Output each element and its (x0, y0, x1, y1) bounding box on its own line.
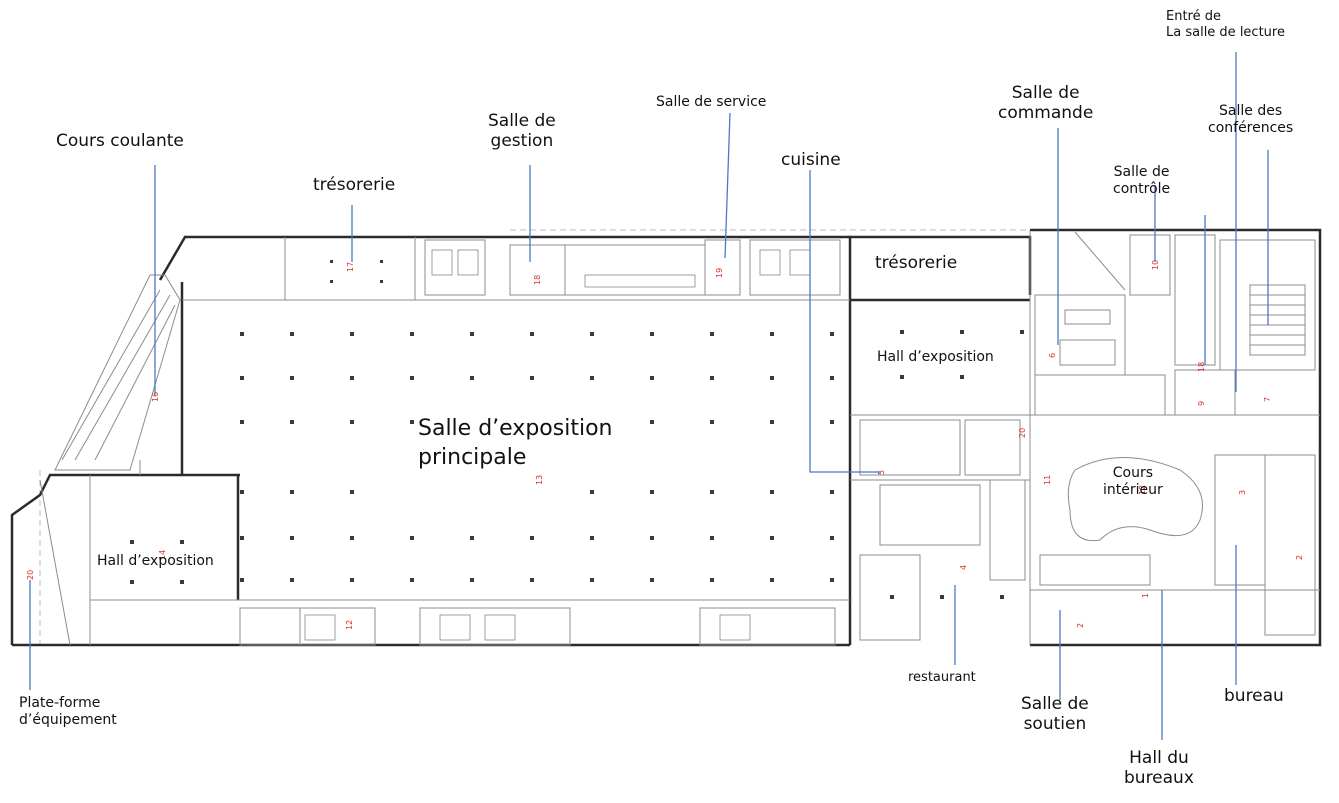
label-line: bureaux (1124, 768, 1194, 789)
leader-lines (29, 52, 1269, 740)
label-plateforme: Plate-forme d’équipement (19, 695, 117, 729)
room-number: 17 (346, 262, 355, 272)
label-hall-exposition-left: Hall d’exposition (97, 553, 214, 569)
label-bureau: bureau (1224, 686, 1284, 706)
label-line: Salle de (1011, 83, 1080, 103)
room-numbers: 20 16 14 17 18 19 12 13 5 4 20 11 6 10 1… (26, 260, 1304, 630)
room-number: 18 (1197, 362, 1206, 372)
label-restaurant: restaurant (908, 670, 976, 685)
label-line: principale (418, 444, 527, 470)
ramp (39, 274, 181, 646)
room-number: 14 (158, 550, 167, 560)
room-number: 5 (877, 470, 886, 475)
room-number: 20 (1018, 428, 1027, 438)
label-line: intérieur (1103, 481, 1163, 498)
room-number: 2 (1295, 555, 1304, 560)
partitions (89, 230, 1320, 646)
room-number: 20 (26, 570, 35, 580)
label-hall-exposition-right: Hall d’exposition (877, 349, 994, 365)
label-salle-exposition-principale: Salle d’exposition principale (418, 415, 612, 472)
label-line: Entré de (1166, 9, 1221, 24)
label-line: La salle de lecture (1166, 24, 1285, 40)
label-line: contrôle (1113, 180, 1171, 197)
label-line: Cours (1112, 465, 1154, 481)
room-number: 1 (1141, 593, 1150, 598)
room-number: 19 (715, 268, 724, 278)
label-entre-lecture: Entré de La salle de lecture (1166, 9, 1285, 40)
label-hall-bureaux: Hall du bureaux (1124, 748, 1194, 789)
label-line: d’équipement (19, 711, 117, 728)
room-number: 3 (1238, 490, 1247, 495)
label-line: Salle de (488, 111, 556, 131)
room-number: 9 (1197, 401, 1206, 406)
label-salle-service: Salle de service (656, 94, 767, 110)
label-salle-commande: Salle de commande (998, 83, 1093, 124)
label-cours-coulante: Cours coulante (56, 131, 184, 151)
label-cuisine: cuisine (781, 150, 841, 170)
room-number: 2 (1076, 623, 1085, 628)
room-number: 6 (1048, 353, 1057, 358)
label-line: Hall du (1129, 748, 1189, 768)
label-salle-soutien: Salle de soutien (1021, 694, 1089, 735)
label-line: Salle de (1021, 694, 1089, 714)
label-line: soutien (1023, 714, 1087, 735)
label-tresorerie-top: trésorerie (313, 175, 396, 195)
label-salle-gestion: Salle de gestion (488, 111, 556, 152)
outer-walls (10, 228, 1322, 647)
label-tresorerie-right: trésorerie (875, 253, 958, 273)
label-line: Salle d’exposition (418, 416, 613, 441)
room-number: 10 (1151, 260, 1160, 270)
room-number: 16 (151, 392, 160, 402)
room-number: 11 (1043, 475, 1052, 485)
label-line: conférences (1208, 119, 1294, 136)
room-number: 12 (345, 620, 354, 630)
label-line: Salle des (1219, 103, 1283, 119)
label-salle-controle: Salle de contrôle (1113, 164, 1170, 198)
label-line: Salle de (1113, 164, 1170, 180)
label-line: commande (998, 103, 1094, 124)
label-line: Plate-forme (19, 695, 101, 711)
columns (130, 260, 1024, 599)
label-line: gestion (490, 131, 554, 152)
room-number: 12 (1138, 485, 1147, 495)
room-number: 4 (959, 565, 968, 570)
label-salle-conferences: Salle des conférences (1208, 103, 1293, 137)
room-number: 18 (533, 275, 542, 285)
room-number: 7 (1263, 397, 1272, 402)
stairs (304, 249, 811, 641)
room-number: 13 (535, 475, 544, 485)
label-cours-interieur: Cours intérieur (1103, 465, 1163, 499)
